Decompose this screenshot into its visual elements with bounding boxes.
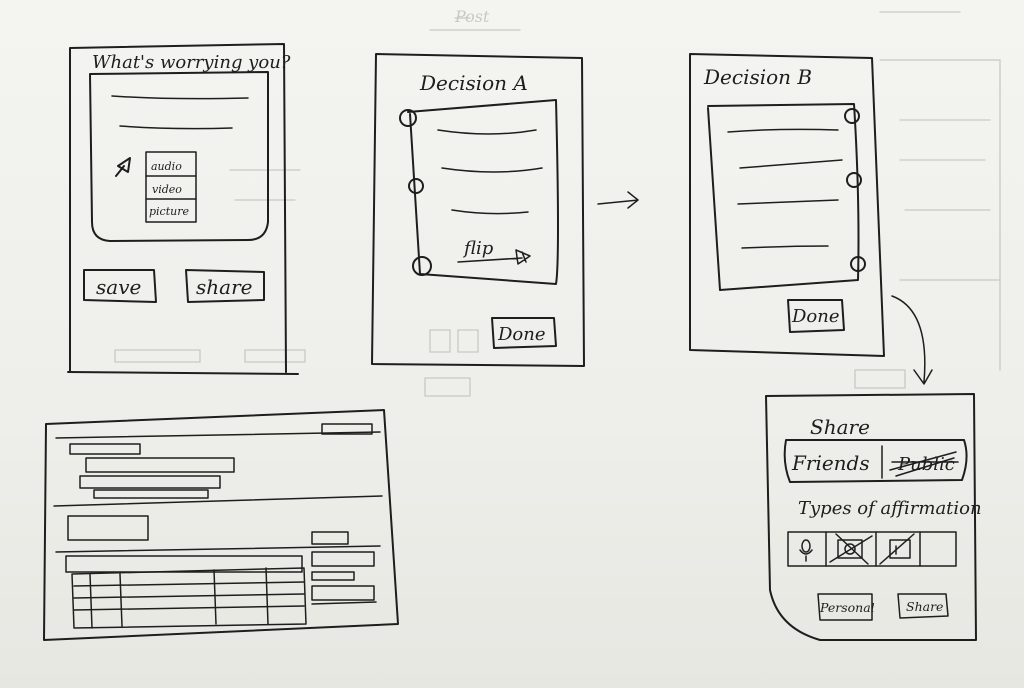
side-button-placeholder[interactable] [311, 531, 349, 545]
header-divider [55, 431, 381, 439]
block-placeholder [67, 515, 149, 541]
text-line [111, 95, 249, 100]
side-bar-placeholder [311, 601, 377, 605]
bar-placeholder [79, 475, 221, 489]
attach-pin-icon[interactable] [115, 157, 131, 177]
save-label: save [96, 275, 141, 299]
affirmation-types-label: Types of affirmation [798, 498, 982, 519]
share-label: share [196, 275, 252, 299]
final-share-button[interactable]: Share [897, 593, 949, 619]
media-menu: audio video picture [145, 151, 197, 223]
audience-public-option[interactable]: Public [897, 454, 955, 475]
final-share-label: Share [906, 599, 943, 614]
save-button[interactable]: save [83, 269, 157, 303]
text-line [437, 129, 537, 135]
worry-textarea[interactable] [89, 71, 269, 242]
share-title: Share [810, 415, 870, 439]
text-line [737, 199, 839, 205]
frame-decision-a: Decision A flip Done [371, 53, 585, 367]
side-bar-placeholder [311, 571, 355, 581]
section-divider [53, 495, 383, 507]
side-bar-placeholder [311, 551, 375, 567]
camera-icon[interactable] [829, 533, 873, 565]
text-line [441, 167, 543, 173]
svg-text:Post: Post [454, 7, 490, 26]
binder-ring-icon [399, 109, 432, 276]
frame-worry-entry: What's worrying you? audio video picture… [67, 43, 299, 375]
media-option-video[interactable]: video [152, 183, 182, 196]
audience-selector[interactable]: Friends Public [783, 439, 968, 483]
bar-placeholder [69, 443, 141, 455]
flow-arrow-icon [597, 191, 639, 209]
text-line [739, 159, 843, 169]
frame-decision-b: Decision B Done [689, 53, 885, 357]
personal-button[interactable]: Personal [817, 593, 875, 621]
worry-prompt: What's worrying you? [92, 52, 291, 73]
text-line [741, 245, 829, 249]
frame-share-settings: Share Friends Public Types of affirmatio… [765, 393, 982, 641]
show-through-marks: Post [114, 7, 1001, 397]
affirmation-type-row [787, 531, 957, 567]
binder-ring-icon [844, 108, 866, 272]
picture-icon[interactable] [879, 533, 915, 565]
decision-b-card[interactable] [707, 103, 860, 291]
media-option-audio[interactable]: audio [151, 160, 182, 173]
audience-friends-option[interactable]: Friends [791, 451, 870, 475]
decision-a-done-label: Done [497, 324, 546, 345]
text-line [727, 128, 839, 133]
bar-placeholder [85, 457, 235, 473]
personal-label: Personal [819, 600, 875, 615]
decision-b-done-button[interactable]: Done [787, 299, 845, 333]
decision-b-title: Decision B [703, 65, 812, 89]
decision-a-card[interactable] [407, 99, 559, 285]
flip-label: flip [462, 238, 494, 259]
side-bar-placeholder [311, 585, 375, 601]
share-button[interactable]: share [185, 269, 265, 303]
text-line [451, 209, 529, 215]
decision-a-title: Decision A [419, 71, 528, 95]
data-table-placeholder [71, 567, 307, 629]
flip-arrow-icon[interactable] [457, 249, 531, 265]
media-option-picture[interactable]: picture [149, 205, 189, 218]
flow-arrow-icon [891, 295, 933, 385]
decision-b-done-label: Done [791, 306, 840, 327]
table-header-placeholder [65, 555, 303, 573]
microphone-icon[interactable] [799, 539, 813, 562]
frame-desktop-wireframe [43, 409, 399, 641]
text-line [119, 125, 233, 130]
top-right-button-placeholder[interactable] [321, 423, 373, 435]
bar-placeholder [93, 489, 209, 499]
decision-a-done-button[interactable]: Done [491, 317, 557, 349]
section-divider [55, 545, 381, 553]
